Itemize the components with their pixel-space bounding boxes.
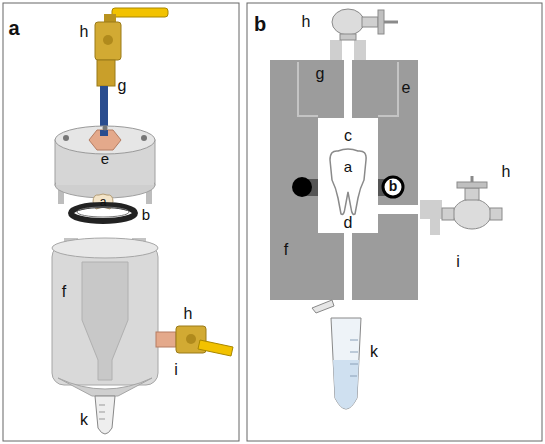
- part-letter: g: [316, 66, 325, 82]
- part-letter: h: [302, 14, 311, 30]
- part-letter: f: [62, 284, 66, 300]
- part-letter: i: [174, 362, 178, 378]
- panel-letter: a: [8, 18, 19, 38]
- part-letter: h: [502, 164, 511, 180]
- part-letter: k: [80, 412, 88, 428]
- part-letter: e: [101, 151, 109, 166]
- part-letter: h: [184, 306, 193, 322]
- section-view: [270, 9, 502, 409]
- part-letter: e: [402, 80, 411, 96]
- part-letter: d: [344, 215, 353, 231]
- part-letter: b: [389, 179, 398, 193]
- part-letter: a: [100, 196, 107, 208]
- panel-frame: [247, 3, 542, 441]
- part-letter: a: [344, 159, 352, 174]
- panel-letter: b: [254, 14, 266, 34]
- panel-frame: [3, 3, 239, 441]
- part-letter: k: [370, 344, 378, 360]
- part-letter: i: [456, 254, 460, 270]
- part-letter: f: [284, 242, 288, 258]
- part-letter: b: [142, 207, 150, 222]
- exploded-view: [52, 8, 233, 434]
- part-letter: h: [80, 24, 89, 40]
- part-letter: c: [344, 128, 352, 144]
- part-letter: g: [118, 78, 127, 94]
